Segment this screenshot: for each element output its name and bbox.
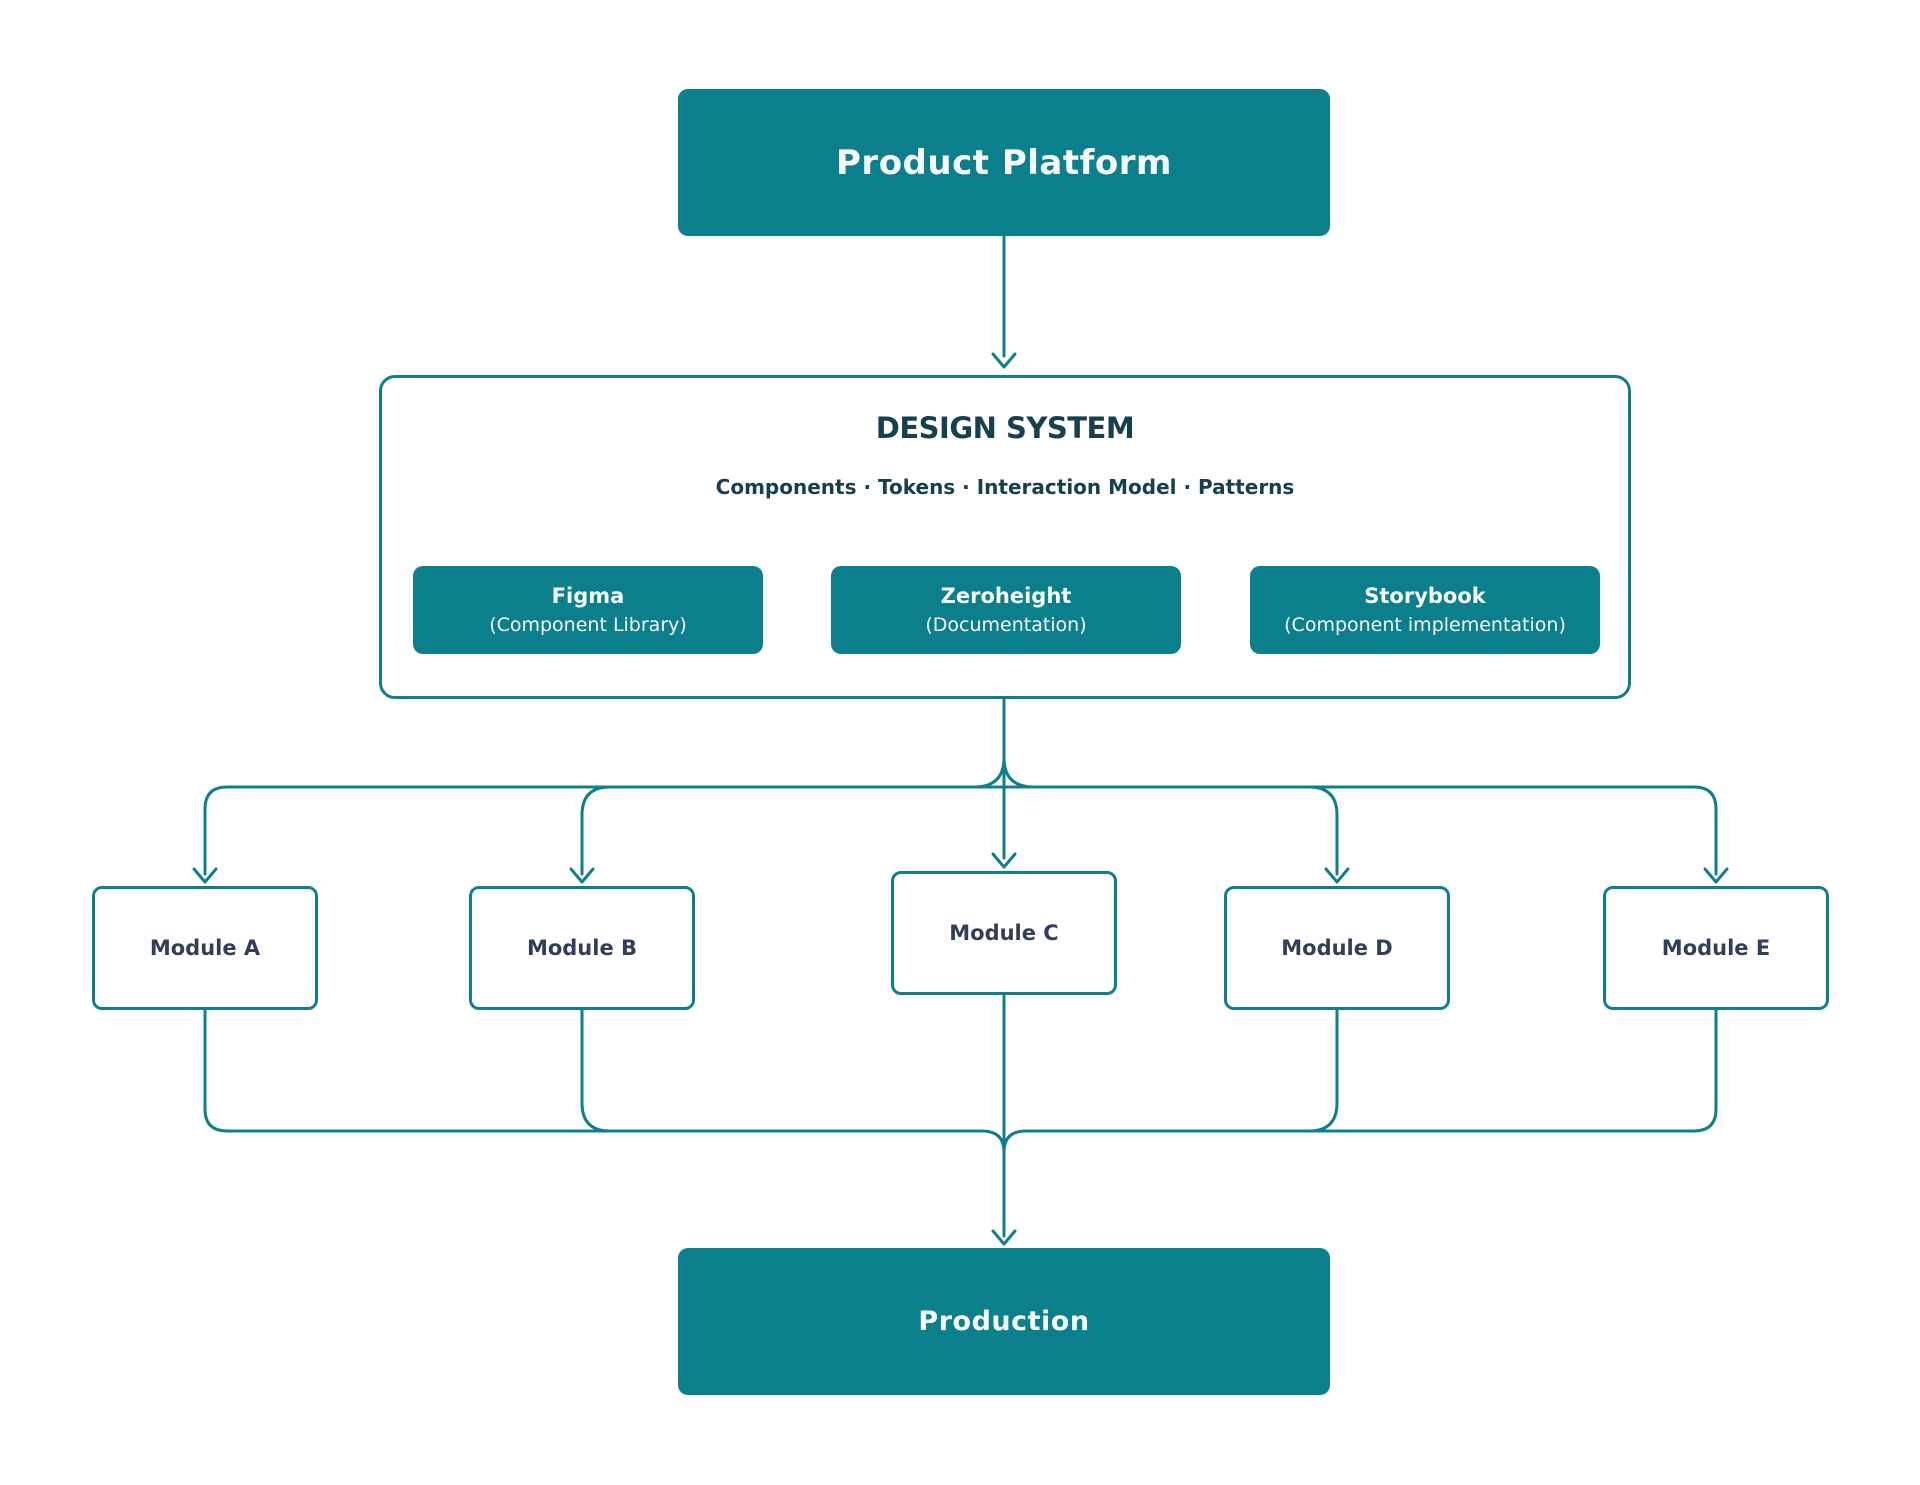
arrow-platform-to-design-system: [991, 234, 1017, 369]
module-a-label: Module A: [149, 936, 261, 960]
merge-branch-module-d: [1307, 1008, 1339, 1133]
node-module-a: Module A: [92, 886, 318, 1010]
production-label: Production: [918, 1306, 1090, 1337]
node-zeroheight: Zeroheight (Documentation): [831, 566, 1181, 654]
arrow-rail-to-module-b: [569, 785, 612, 884]
zeroheight-description: (Documentation): [925, 614, 1087, 636]
arrow-design-system-to-module-c: [991, 697, 1017, 869]
module-c-label: Module C: [949, 921, 1059, 945]
module-d-label: Module D: [1281, 936, 1393, 960]
figma-description: (Component Library): [489, 614, 687, 636]
storybook-name: Storybook: [1364, 584, 1486, 608]
merge-branch-module-b: [580, 1008, 612, 1133]
arrowhead-module-e: [1703, 867, 1729, 884]
product-platform-label: Product Platform: [836, 142, 1172, 183]
design-system-heading: DESIGN SYSTEM: [875, 411, 1135, 445]
node-module-d: Module D: [1224, 886, 1450, 1010]
merge-rail-right: [1002, 1008, 1718, 1154]
module-e-label: Module E: [1661, 936, 1771, 960]
merge-rail-left: [203, 1008, 1006, 1154]
storybook-description: (Component implementation): [1284, 614, 1566, 636]
node-module-c: Module C: [891, 871, 1117, 995]
split-flare-right: [1002, 756, 1034, 789]
split-flare-left: [974, 756, 1006, 789]
zeroheight-name: Zeroheight: [940, 584, 1072, 608]
node-module-b: Module B: [469, 886, 695, 1010]
node-product-platform: Product Platform: [678, 89, 1330, 236]
arrow-modules-to-production: [991, 993, 1017, 1246]
design-system-container: DESIGN SYSTEM Components · Tokens · Inte…: [379, 375, 1631, 699]
arrow-rail-to-module-d: [1307, 785, 1350, 884]
top-rail: [203, 785, 1718, 876]
node-module-e: Module E: [1603, 886, 1829, 1010]
arrowhead-module-a: [192, 867, 218, 884]
node-figma: Figma (Component Library): [413, 566, 763, 654]
figma-name: Figma: [551, 584, 625, 608]
node-production: Production: [678, 1248, 1330, 1395]
node-storybook: Storybook (Component implementation): [1250, 566, 1600, 654]
module-b-label: Module B: [526, 936, 638, 960]
design-system-subtitle: Components · Tokens · Interaction Model …: [715, 475, 1295, 499]
